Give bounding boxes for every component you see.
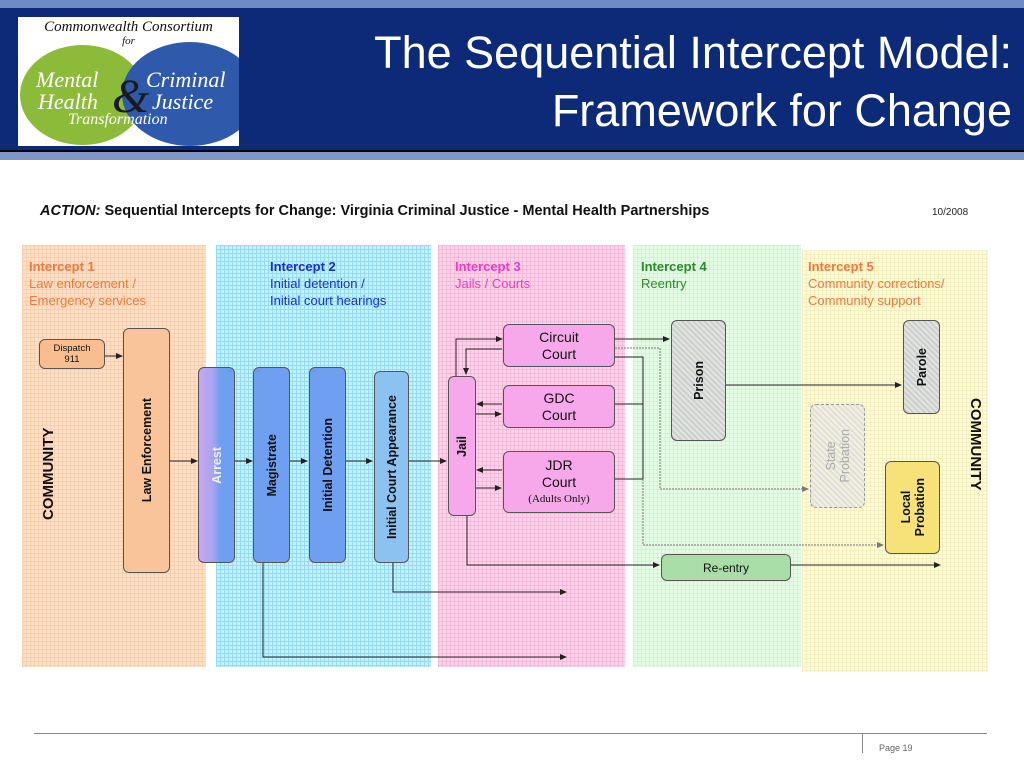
initial-court-appearance-label: Initial Court Appearance — [384, 394, 399, 539]
intercept-5-line1: Community corrections/ — [808, 276, 945, 291]
community-right-label: COMMUNITY — [967, 398, 984, 491]
logo-blue-ellipse — [122, 42, 239, 146]
arrest-box: Arrest — [198, 367, 235, 563]
intercept-1-line1: Law enforcement / — [29, 276, 136, 291]
law-enforcement-label: Law Enforcement — [139, 398, 154, 503]
intercept-2-title: Intercept 2 — [270, 259, 336, 274]
intercept-4-band — [633, 245, 801, 667]
arrow-magistrate-release — [262, 563, 567, 660]
arrow-jail-reentry — [466, 516, 660, 568]
consortium-logo: Commonwealth Consortium for Mental Healt… — [18, 17, 239, 146]
arrow-circuit-jail — [463, 348, 502, 375]
action-label: ACTION: — [40, 203, 101, 219]
parole-label: Parole — [914, 347, 929, 387]
jdr-court-box: JDR Court (Adults Only) — [503, 451, 615, 513]
arrow-circuit-state-probation — [615, 347, 809, 492]
intercept-3-line1: Jails / Courts — [455, 276, 531, 291]
intercept-5-title: Intercept 5 — [808, 259, 874, 274]
local-probation-line1: Local — [898, 491, 913, 524]
local-probation-line2: Probation — [912, 478, 927, 537]
intercept-4-header: Intercept 4 Reentry — [641, 258, 707, 292]
intercept-1-band — [22, 245, 206, 667]
intercept-1-title: Intercept 1 — [29, 259, 95, 274]
logo-justice: Justice — [152, 89, 214, 114]
circuit-court-line1: Circuit — [539, 328, 579, 345]
intercept-5-header: Intercept 5 Community corrections/ Commu… — [808, 258, 945, 309]
gdc-court-line1: GDC — [543, 389, 575, 406]
jdr-court-line1: JDR — [545, 456, 573, 473]
diagram-date: 10/2008 — [932, 207, 969, 218]
diagram-subtitle: ACTION: Sequential Intercepts for Change… — [40, 203, 709, 219]
gdc-court-line2: Court — [541, 406, 577, 423]
dispatch-label: Dispatch — [53, 343, 91, 354]
logo-ampersand: & — [112, 70, 150, 123]
initial-detention-label: Initial Detention — [320, 418, 335, 512]
reentry-label: Re-entry — [702, 560, 749, 575]
circuit-court-line2: Court — [541, 345, 577, 362]
gdc-court-box: GDC Court — [503, 385, 615, 428]
header-top-stripe — [0, 0, 1024, 8]
intercept-5-line2: Community support — [808, 293, 921, 308]
initial-detention-box: Initial Detention — [309, 367, 346, 563]
circuit-court-box: Circuit Court — [503, 324, 615, 367]
logo-transformation: Transformation — [68, 111, 168, 128]
reentry-box: Re-entry — [661, 554, 791, 581]
footer-tick — [862, 734, 863, 753]
arrow-courts-local-probation — [642, 479, 884, 548]
intercept-1-line2: Emergency services — [29, 293, 147, 308]
page-number: Page 19 — [879, 743, 913, 753]
initial-court-appearance-box: Initial Court Appearance — [374, 371, 409, 563]
jail-label: Jail — [454, 435, 469, 457]
dispatch-911-box: Dispatch 911 — [39, 339, 105, 369]
magistrate-label: Magistrate — [264, 433, 279, 497]
jdr-court-note: (Adults Only) — [528, 492, 590, 505]
state-probation-line2: Probation — [837, 429, 852, 483]
header-divider — [0, 150, 1024, 152]
arrest-label: Arrest — [209, 446, 224, 484]
parole-box: Parole — [903, 320, 940, 414]
line-jdr-join — [615, 404, 644, 480]
dispatch-number: 911 — [64, 354, 80, 365]
law-enforcement-box: Law Enforcement — [123, 328, 170, 573]
prison-label: Prison — [691, 361, 706, 400]
intercept-4-line1: Reentry — [641, 276, 687, 291]
footer-divider — [34, 733, 987, 734]
arrow-jail-circuit — [455, 336, 503, 376]
intercept-4-title: Intercept 4 — [641, 259, 707, 274]
intercept-2-header: Intercept 2 Initial detention / Initial … — [270, 258, 386, 309]
diagram-subtitle-text: Sequential Intercepts for Change: Virgin… — [104, 203, 710, 219]
intercept-2-line2: Initial court hearings — [270, 293, 387, 308]
state-probation-line1: State — [823, 441, 838, 471]
arrow-court-release — [392, 563, 567, 595]
slide-title: The Sequential Intercept Model: Framewor… — [374, 24, 1012, 140]
intercept-1-header: Intercept 1 Law enforcement / Emergency … — [29, 258, 146, 309]
intercept-3-header: Intercept 3 Jails / Courts — [455, 258, 530, 292]
logo-criminal: Criminal — [146, 67, 226, 92]
magistrate-box: Magistrate — [253, 367, 290, 563]
slide-title-line1: The Sequential Intercept Model: — [374, 27, 1012, 78]
jdr-court-line2: Court — [541, 473, 577, 490]
logo-for: for — [122, 35, 135, 47]
slide-title-line2: Framework for Change — [551, 85, 1012, 136]
intercept-3-title: Intercept 3 — [455, 259, 521, 274]
header-bottom-stripe — [0, 152, 1024, 160]
logo-org-name: Commonwealth Consortium — [44, 19, 213, 35]
intercept-2-line1: Initial detention / — [270, 276, 365, 291]
logo-mental: Mental — [36, 67, 99, 92]
line-gdc-join — [615, 356, 644, 405]
logo-health: Health — [38, 89, 98, 114]
jail-box: Jail — [448, 376, 476, 516]
prison-box: Prison — [671, 320, 726, 441]
